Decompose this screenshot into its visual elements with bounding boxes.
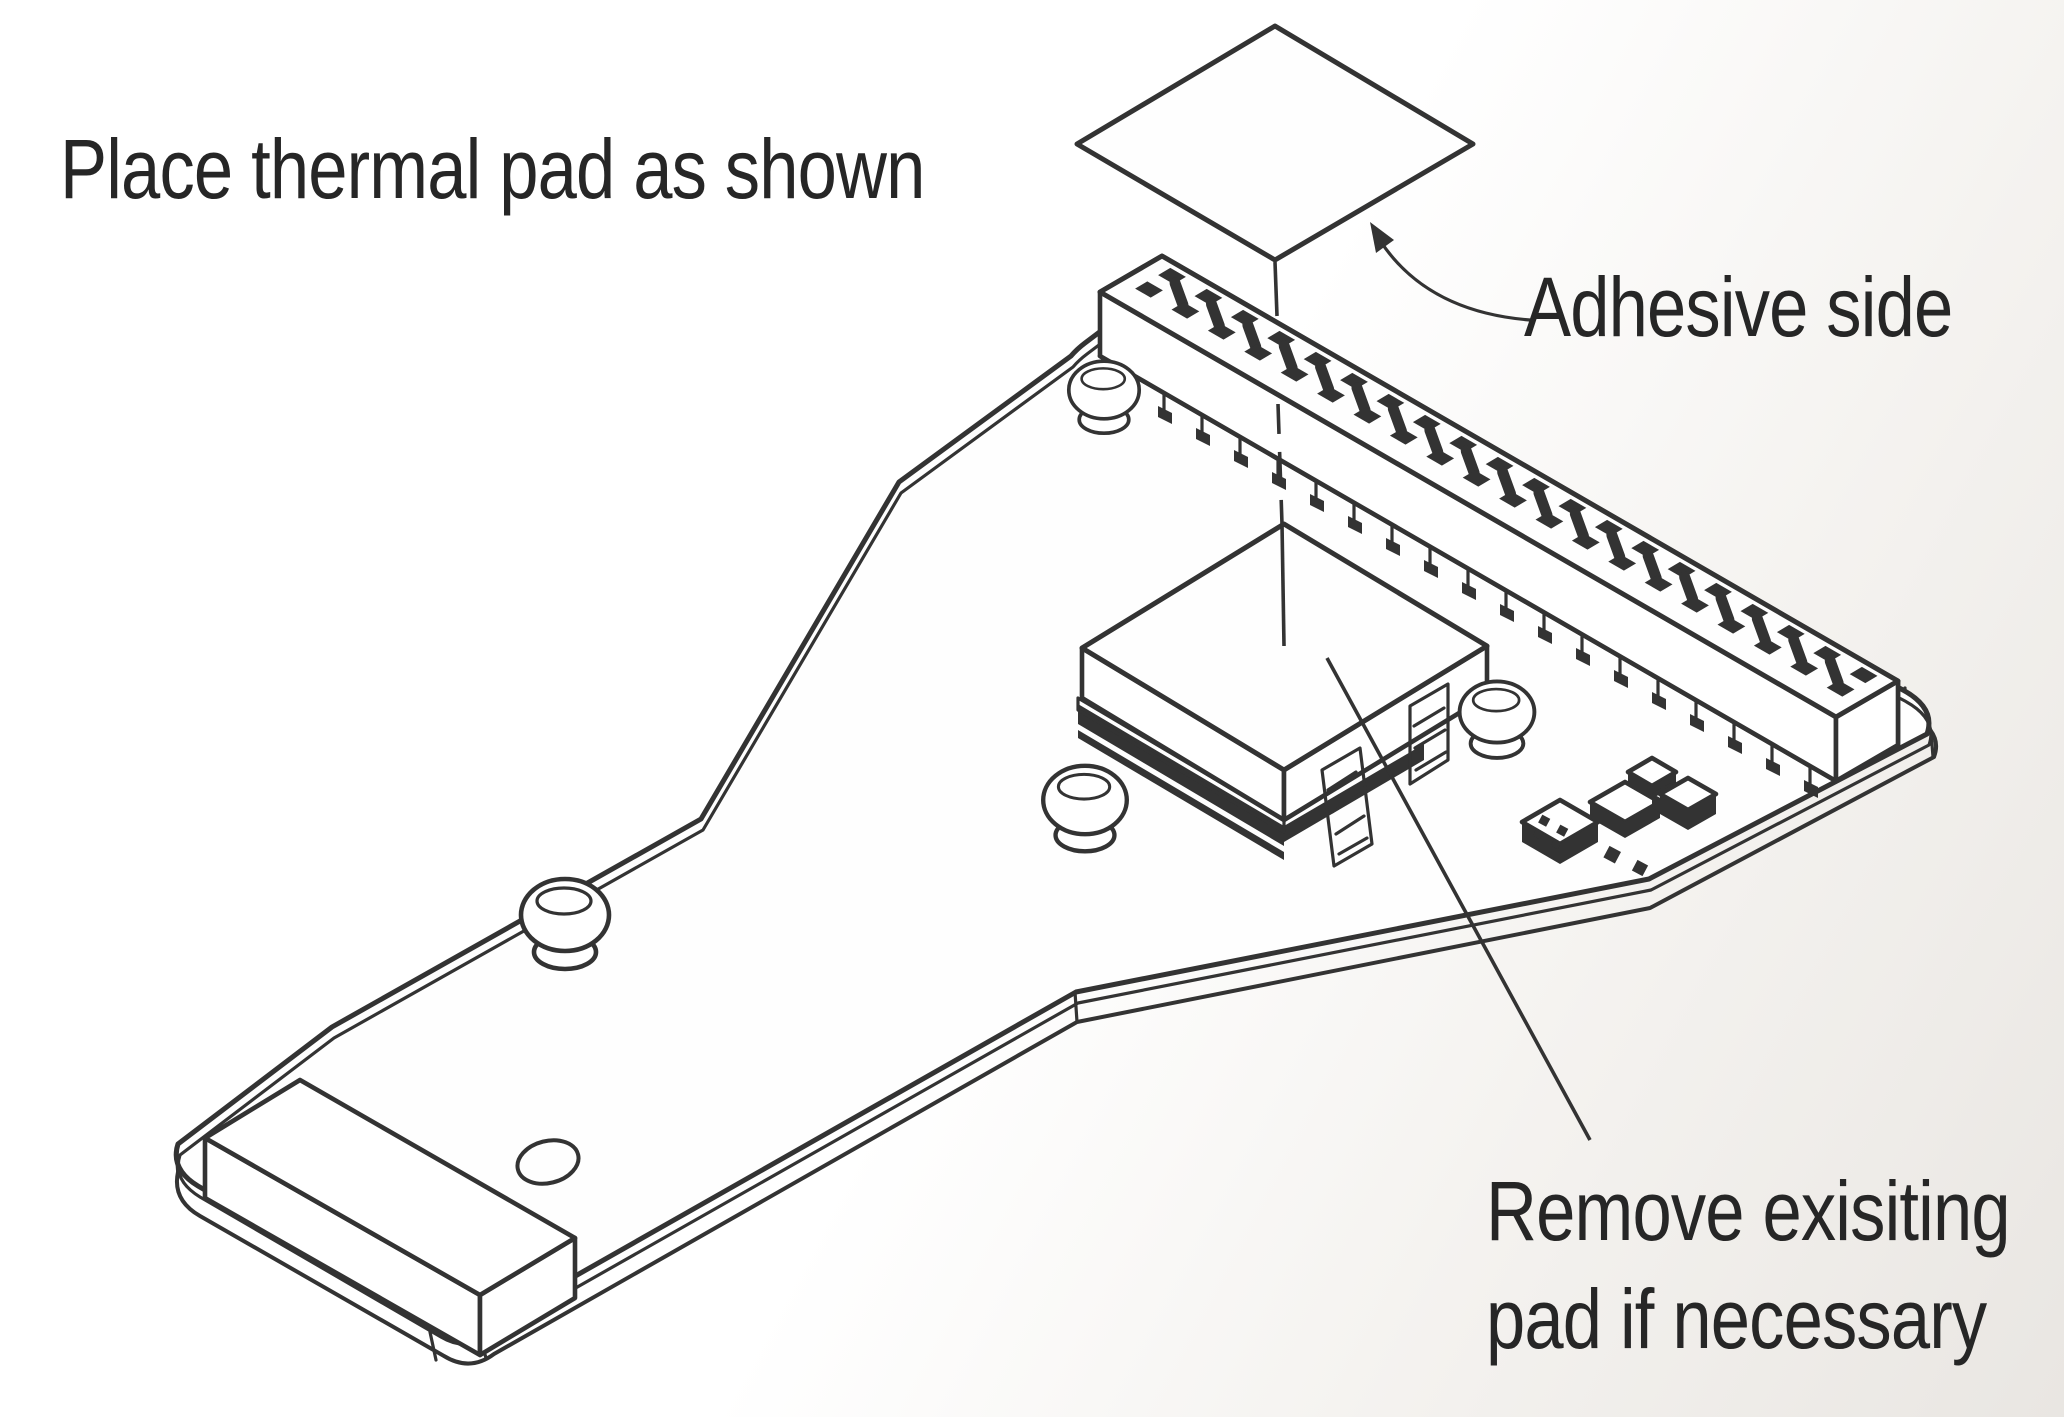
thermal-pad bbox=[1074, 23, 1476, 263]
push-pin-chip-right bbox=[1457, 679, 1537, 760]
smd-components bbox=[1519, 755, 1719, 877]
remove-pad-label: Remove exisiting pad if necessary bbox=[1486, 1158, 2011, 1373]
soc-chip bbox=[1079, 521, 1490, 823]
board-inner-rim bbox=[176, 303, 1933, 1346]
adhesive-arrow bbox=[1370, 222, 1532, 322]
place-thermal-pad-label: Place thermal pad as shown bbox=[60, 122, 925, 216]
adhesive-side-label: Adhesive side bbox=[1524, 260, 1953, 354]
placement-dashed-line bbox=[1273, 261, 1286, 647]
gpio-header bbox=[1097, 253, 1901, 784]
push-pin-left bbox=[518, 876, 612, 972]
header-pins bbox=[1158, 392, 1818, 798]
mounting-hole bbox=[515, 1138, 581, 1186]
push-pin-chip-left bbox=[1041, 763, 1129, 854]
push-pin-top bbox=[1066, 359, 1142, 436]
gpio-header-holes bbox=[1135, 267, 1878, 697]
existing-pad-hatched bbox=[1320, 682, 1450, 868]
remove-pad-label-line2: pad if necessary bbox=[1486, 1271, 1987, 1366]
remove-pointer-line bbox=[1325, 657, 1592, 1141]
placement-dashed-line-mid bbox=[1276, 403, 1284, 525]
bottom-block bbox=[202, 1077, 578, 1358]
remove-pad-label-line1: Remove exisiting bbox=[1486, 1164, 2011, 1258]
soc-chip-assembly bbox=[1076, 521, 1490, 868]
